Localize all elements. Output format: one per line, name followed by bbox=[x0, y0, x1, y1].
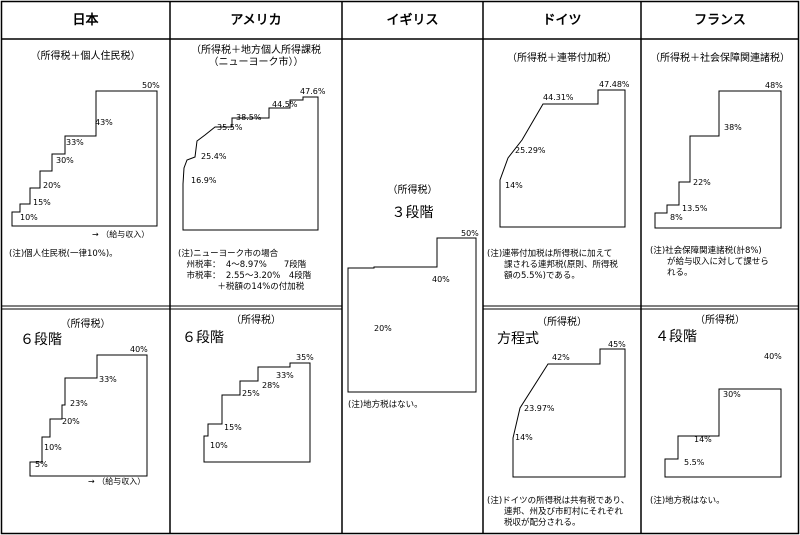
germany-bottom-note: (注)ドイツの所得税は共有税であり、 連邦、州及び市町村にそれぞれ 税収が配分さ… bbox=[487, 496, 630, 528]
rate-label: 23.97% bbox=[524, 404, 555, 413]
header-japan: 日本 bbox=[72, 13, 99, 28]
rate-label: 44.31% bbox=[543, 93, 574, 102]
germany-top-note: (注)連帯付加税は所得税に加えて 課される連邦税(原則、所得税 額の5.5%)で… bbox=[487, 249, 618, 281]
rate-label: 8% bbox=[670, 213, 683, 222]
rate-label: 45% bbox=[608, 340, 626, 349]
rate-label: 47.6% bbox=[300, 87, 326, 96]
rate-label: 30% bbox=[723, 390, 741, 399]
axis-label: → （給与収入） bbox=[88, 477, 146, 486]
france-top-note: (注)社会保障関連諸税(計8%) が給与収入に対して課せら れる。 bbox=[650, 246, 769, 278]
header-uk: イギリス bbox=[386, 13, 439, 28]
france-bottom-title: （所得税） bbox=[695, 315, 745, 326]
rate-label: 38.5% bbox=[236, 113, 262, 122]
japan-bottom-title: （所得税） bbox=[60, 319, 111, 330]
france-bottom-rate-chart bbox=[664, 388, 782, 478]
uk-note: (注)地方税はない。 bbox=[348, 400, 423, 410]
rate-label: 33% bbox=[276, 371, 294, 380]
rate-label: 33% bbox=[99, 375, 117, 384]
uk-title: （所得税） bbox=[387, 185, 438, 196]
germany-bottom-formula: 方程式 bbox=[497, 331, 539, 347]
rate-label: 33% bbox=[66, 138, 84, 147]
rate-label: 13.5% bbox=[682, 204, 708, 213]
rate-label: 25.4% bbox=[201, 152, 227, 161]
header-germany: ドイツ bbox=[542, 13, 582, 28]
rate-label: 47.48% bbox=[599, 80, 630, 89]
rate-label: 48% bbox=[765, 81, 783, 90]
usa-top-rate-chart bbox=[182, 96, 319, 231]
japan-bottom-rate-chart bbox=[29, 354, 148, 477]
rate-label: 25% bbox=[242, 389, 260, 398]
rate-label: 10% bbox=[20, 213, 38, 222]
rate-label: 14% bbox=[694, 435, 712, 444]
uk-rate-chart bbox=[347, 237, 477, 393]
rate-label: 28% bbox=[262, 381, 280, 390]
rate-label: 14% bbox=[515, 433, 533, 442]
rate-label: 15% bbox=[33, 198, 51, 207]
rate-label: 43% bbox=[95, 118, 113, 127]
rate-label: 44.5% bbox=[272, 100, 298, 109]
rate-label: 23% bbox=[70, 399, 88, 408]
japan-bottom-stages: ６段階 bbox=[20, 332, 62, 348]
japan-top-rate-chart bbox=[11, 90, 158, 227]
header-france: フランス bbox=[694, 13, 746, 28]
rate-label: 10% bbox=[210, 441, 228, 450]
rate-label: 15% bbox=[224, 423, 242, 432]
usa-bottom-rate-chart bbox=[203, 362, 311, 463]
france-bottom-stages: ４段階 bbox=[655, 329, 697, 345]
rate-label: 16.9% bbox=[191, 176, 217, 185]
rate-label: 20% bbox=[62, 417, 80, 426]
rate-label: 10% bbox=[44, 443, 62, 452]
usa-top-title-line2: （ニューヨーク市）） bbox=[208, 57, 304, 68]
germany-bottom-rate-chart bbox=[512, 348, 626, 478]
rate-label: 40% bbox=[130, 345, 148, 354]
rate-label: 5% bbox=[35, 460, 48, 469]
usa-bottom-stages: ６段階 bbox=[182, 330, 224, 346]
rate-label: 50% bbox=[142, 81, 160, 90]
rate-label: 40% bbox=[764, 352, 782, 361]
france-top-rate-chart bbox=[654, 90, 782, 229]
rate-label: 20% bbox=[43, 181, 61, 190]
rate-label: 22% bbox=[693, 178, 711, 187]
japan-top-note: (注)個人住民税(一律10%)。 bbox=[9, 249, 118, 259]
germany-top-rate-chart bbox=[499, 89, 626, 228]
rate-label: 35.5% bbox=[217, 123, 243, 132]
germany-bottom-title: （所得税） bbox=[537, 317, 587, 328]
rate-label: 50% bbox=[461, 229, 479, 238]
uk-stages: ３段階 bbox=[391, 205, 434, 221]
usa-top-note: (注)ニューヨーク市の場合 州税率： 4～8.97% 7段階 市税率： 2.55… bbox=[178, 249, 312, 292]
rate-label: 42% bbox=[552, 353, 570, 362]
rate-label: 40% bbox=[432, 275, 450, 284]
rate-label: 38% bbox=[724, 123, 742, 132]
rate-label: 30% bbox=[56, 156, 74, 165]
header-usa: アメリカ bbox=[230, 13, 282, 28]
rate-label: 35% bbox=[296, 353, 314, 362]
axis-label: → （給与収入） bbox=[92, 230, 150, 239]
rate-label: 20% bbox=[374, 324, 392, 333]
rate-label: 25.29% bbox=[515, 146, 546, 155]
rate-label: 14% bbox=[505, 181, 523, 190]
rate-label: 5.5% bbox=[684, 458, 705, 467]
japan-top-title: （所得税＋個人住民税） bbox=[30, 51, 141, 62]
usa-top-title-line1: （所得税＋地方個人所得課税 bbox=[191, 45, 321, 56]
usa-bottom-title: （所得税） bbox=[231, 315, 281, 326]
france-top-title: （所得税＋社会保障関連諸税） bbox=[650, 53, 790, 64]
france-bottom-note: (注)地方税はない。 bbox=[650, 496, 725, 506]
germany-top-title: （所得税＋連帯付加税） bbox=[507, 53, 617, 64]
